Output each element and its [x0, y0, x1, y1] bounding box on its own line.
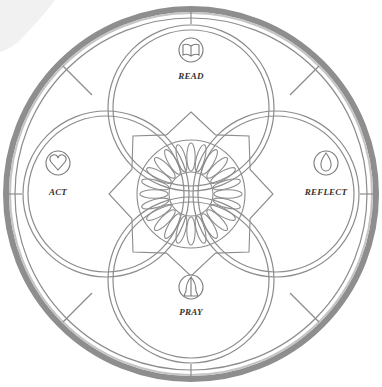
ring-label: PRAY — [179, 307, 202, 318]
rosette-ring — [137, 140, 245, 248]
ring-node: ACT — [22, 110, 190, 278]
ring-node: PRAY — [107, 196, 275, 364]
ring-outline — [107, 24, 275, 192]
rosette-center — [169, 172, 213, 216]
center-rosette — [109, 112, 273, 276]
outer-rim — [6, 9, 376, 379]
ring-label: REFLECT — [305, 187, 347, 198]
inner-rim — [15, 18, 367, 370]
rosette-petal — [214, 190, 242, 198]
ring-node: READ — [107, 24, 275, 192]
outer-rim-inner — [10, 13, 372, 375]
ring-label: ACT — [49, 187, 67, 198]
rosette-petal — [187, 143, 195, 171]
ring-node: REFLECT — [192, 110, 360, 278]
lead-lines — [9, 12, 373, 376]
center-star — [109, 112, 273, 276]
watermark-shape — [0, 0, 55, 52]
rosette-petal — [212, 177, 241, 192]
ring-label: READ — [178, 71, 203, 82]
rosette-petal — [140, 190, 168, 198]
ring-outline — [107, 196, 275, 364]
icons — [46, 38, 338, 299]
ring-outline — [22, 110, 190, 278]
rosette-petal — [187, 217, 195, 245]
